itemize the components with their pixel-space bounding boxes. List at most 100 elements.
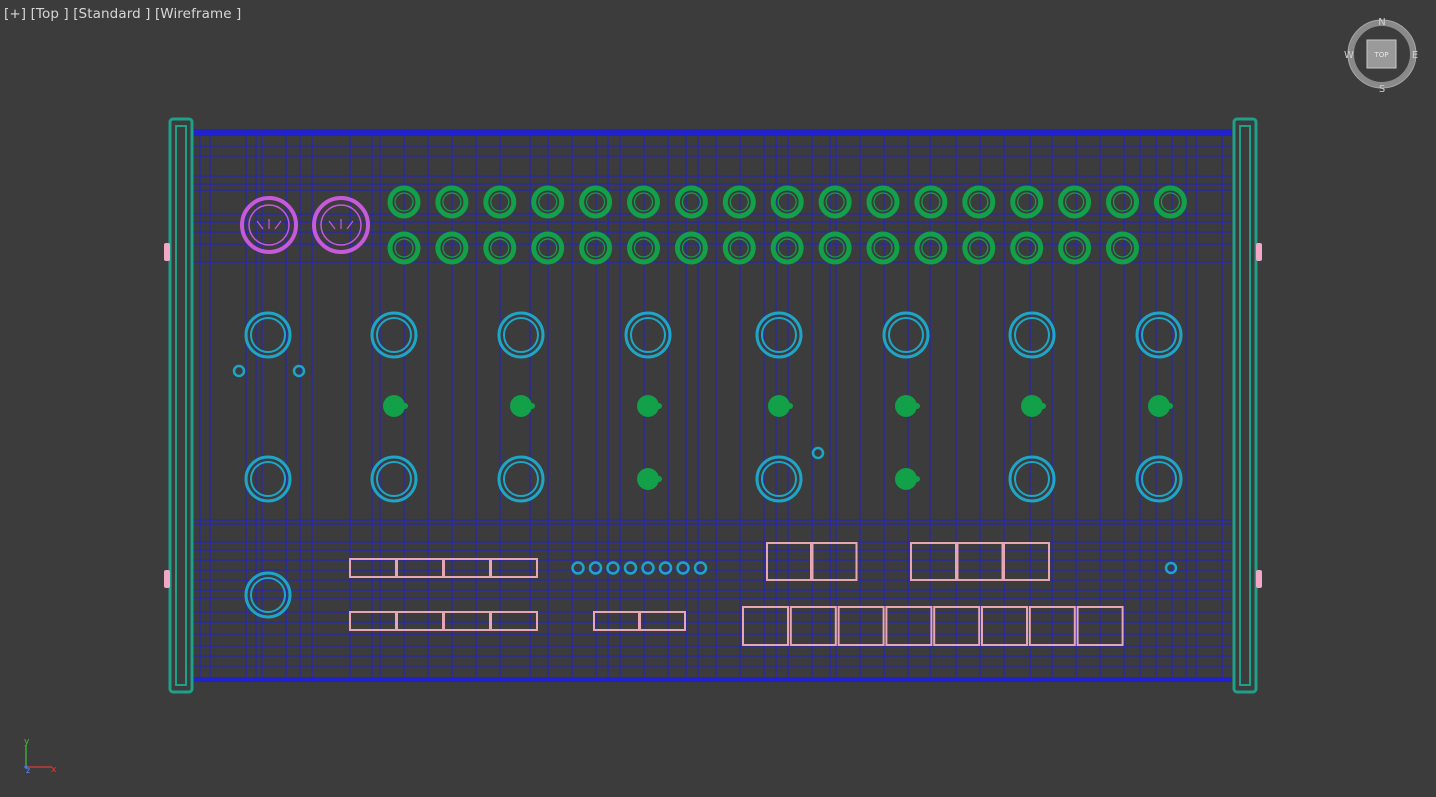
step-button-3 (885, 606, 933, 646)
patch-jack-1-14 (1058, 231, 1092, 265)
step-button-6 (1028, 606, 1076, 646)
patch-jack-ring-0-7 (729, 192, 749, 212)
patch-jack-1-2 (483, 231, 517, 265)
knob-master (244, 571, 292, 619)
led-4 (641, 561, 655, 575)
patch-jack-ring-1-6 (681, 238, 702, 258)
patch-jack-ring-0-5 (633, 192, 654, 212)
patch-jack-0-1 (435, 185, 469, 219)
patch-jack-0-10 (866, 185, 900, 219)
rail-tab-1-1 (1256, 570, 1262, 588)
led-6 (676, 561, 690, 575)
switch-upper-1-tip (529, 403, 535, 409)
patch-jack-1-11 (914, 231, 948, 265)
patch-jack-ring-0-0 (394, 192, 414, 212)
midi-jack-inner-0 (248, 204, 290, 246)
patch-jack-ring-0-1 (442, 192, 462, 212)
viewcube[interactable]: TOP N S E W (1340, 14, 1424, 98)
knob-upper-2 (497, 311, 545, 359)
patch-jack-ring-0-12 (969, 192, 989, 212)
patch-jack-1-15 (1106, 231, 1139, 265)
patch-jack-1-8 (770, 231, 804, 265)
button-bottom-2 (443, 611, 491, 631)
patch-jack-0-9 (818, 185, 852, 219)
patch-jack-1-1 (435, 231, 469, 265)
button-pair-0 (593, 611, 640, 631)
knob-upper-4-inner (761, 317, 797, 353)
switch-upper-4-tip (914, 403, 920, 409)
knob-lower-4-inner (761, 461, 797, 497)
patch-jack-0-5 (627, 185, 660, 219)
patch-jack-1-13 (1010, 231, 1044, 265)
switch-upper-5 (1021, 395, 1043, 417)
patch-jack-ring-1-4 (585, 238, 606, 258)
knob-upper-6-inner (1014, 317, 1050, 353)
patch-jack-0-14 (1058, 185, 1092, 219)
knob-lower-1 (370, 455, 418, 503)
patch-jack-0-11 (914, 185, 948, 219)
knob-upper-7-inner (1141, 317, 1177, 353)
knob-upper-1 (370, 311, 418, 359)
knob-lower-2 (497, 455, 545, 503)
switch-upper-0 (383, 395, 405, 417)
patch-jack-1-7 (722, 231, 756, 265)
viewcube-compass-ring[interactable] (1348, 20, 1416, 88)
patch-jack-1-3 (531, 231, 565, 265)
patch-jack-ring-1-7 (729, 238, 749, 258)
patch-jack-0-3 (531, 185, 565, 219)
viewport-shading-label[interactable]: [Standard ] (73, 6, 151, 22)
patch-jack-ring-1-14 (1064, 238, 1085, 258)
rail-tab-0-1 (164, 570, 170, 588)
patch-jack-ring-0-3 (538, 192, 558, 212)
viewport-style-label[interactable]: [Wireframe ] (154, 6, 242, 22)
midi-jack-outer-1 (312, 196, 370, 254)
knob-upper-1-inner (376, 317, 412, 353)
patch-jack-0-0 (387, 185, 421, 219)
step-button-2 (837, 606, 885, 646)
knob-upper-6 (1008, 311, 1056, 359)
midi-jack-outer-0 (240, 196, 298, 254)
patch-jack-0-6 (674, 185, 708, 219)
patch-jack-ring-0-4 (585, 192, 606, 212)
viewcube-top-face[interactable] (1366, 39, 1397, 69)
z-axis-label: z (26, 766, 30, 775)
knob-lower-1-inner (376, 461, 412, 497)
mode-button-left-0 (766, 542, 812, 581)
knob-upper-5 (882, 311, 930, 359)
patch-jack-1-5 (627, 231, 660, 265)
model-parts (232, 185, 1187, 646)
viewport-menu[interactable]: [+] (4, 6, 27, 22)
patch-jack-0-8 (770, 185, 804, 219)
compass-west-label: W (1344, 50, 1354, 61)
patch-jack-0-2 (483, 185, 517, 219)
led-2 (606, 561, 620, 575)
switch-upper-6 (1148, 395, 1170, 417)
patch-jack-1-0 (387, 231, 421, 265)
step-button-0 (742, 606, 789, 646)
patch-jack-ring-0-14 (1064, 192, 1085, 212)
knob-upper-2-inner (503, 317, 539, 353)
side-rail-1 (1232, 117, 1258, 694)
switch-upper-5-tip (1040, 403, 1046, 409)
knob-lower-6 (1008, 455, 1056, 503)
mode-button-left-1 (811, 542, 858, 581)
rail-tab-0-0 (164, 243, 170, 261)
knob-lower-0-inner (250, 461, 286, 497)
patch-jack-0-12 (962, 185, 996, 219)
step-button-7 (1076, 606, 1124, 646)
knob-upper-7 (1135, 311, 1183, 359)
knob-master-inner (250, 577, 286, 613)
patch-jack-ring-0-2 (490, 192, 510, 212)
patch-jack-ring-1-13 (1017, 238, 1037, 258)
rail-tab-1-0 (1256, 243, 1262, 261)
patch-jack-1-9 (818, 231, 852, 265)
wireframe-grid (192, 129, 1232, 682)
viewport-view-label[interactable]: [Top ] (30, 6, 69, 22)
switch-lower-1 (895, 468, 917, 490)
bottom-edge (192, 677, 1232, 682)
switch-upper-3-tip (787, 403, 793, 409)
switch-upper-1 (510, 395, 532, 417)
patch-jack-ring-1-2 (490, 238, 510, 258)
led-1 (588, 561, 603, 575)
